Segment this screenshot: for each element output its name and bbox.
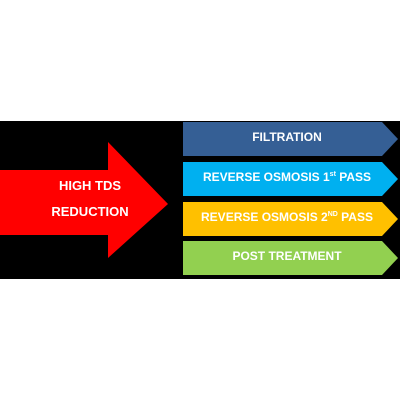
step-text: FILTRATION — [252, 130, 322, 144]
step-ordinal: ND — [327, 211, 338, 218]
step-text: REVERSE OSMOSIS 2 — [201, 210, 328, 224]
step-label-filtration: FILTRATION — [183, 130, 391, 144]
step-arrow-filtration — [183, 122, 398, 156]
main-label-line1: HIGH TDS — [58, 178, 122, 193]
step-text: REVERSE OSMOSIS 1 — [202, 170, 330, 184]
main-red-arrow — [0, 142, 168, 258]
main-label-line2: REDUCTION — [51, 204, 129, 219]
step-suffix: PASS — [335, 170, 372, 184]
step-arrow-ro-2nd-pass — [183, 202, 398, 236]
step-suffix: PASS — [337, 210, 373, 224]
step-text: POST TREATMENT — [232, 249, 342, 263]
step-arrow-post-treatment — [183, 241, 398, 275]
step-label-ro-2nd-pass: REVERSE OSMOSIS 2ND PASS — [183, 210, 391, 224]
step-label-post-treatment: POST TREATMENT — [183, 249, 391, 263]
step-label-ro-1st-pass: REVERSE OSMOSIS 1st PASS — [183, 170, 391, 184]
step-arrow-ro-1st-pass — [183, 162, 398, 196]
step-ordinal: st — [329, 171, 336, 178]
